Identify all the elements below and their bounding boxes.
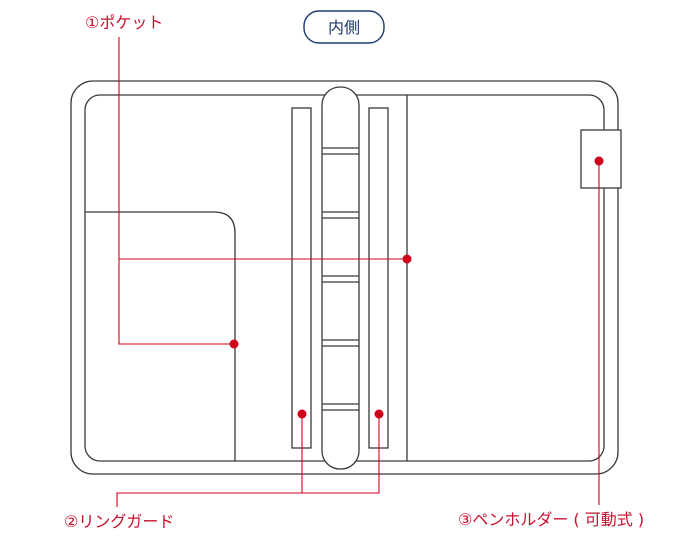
ring-mechanism: [321, 86, 360, 470]
panel-divider-dot: [402, 254, 412, 264]
pen-holder-dot: [594, 156, 604, 166]
pocket-panel: [85, 211, 236, 461]
callout-lines: [116, 37, 600, 507]
pocket-dot: [229, 339, 239, 349]
ring-guard-right-dot: [374, 409, 384, 419]
ring-guard-callout-line: [116, 414, 380, 507]
ring-guard-right: [368, 107, 389, 449]
pocket-label: ①ポケット: [85, 13, 163, 32]
ring-guard-left: [291, 107, 312, 449]
title-text: 内側: [328, 18, 360, 37]
ring-bars: [322, 147, 359, 411]
pocket-callout-line: [118, 37, 234, 345]
ring-guard-label: ②リングガード: [64, 512, 174, 531]
title-badge: 内側: [303, 10, 385, 44]
ring-spine: [321, 86, 360, 470]
ring-guard-left-dot: [297, 409, 307, 419]
binder-outer-edge: [70, 80, 619, 475]
pen-holder-label: ③ペンホルダー ( 可動式 ): [458, 510, 644, 529]
callout-dots: [229, 156, 604, 419]
